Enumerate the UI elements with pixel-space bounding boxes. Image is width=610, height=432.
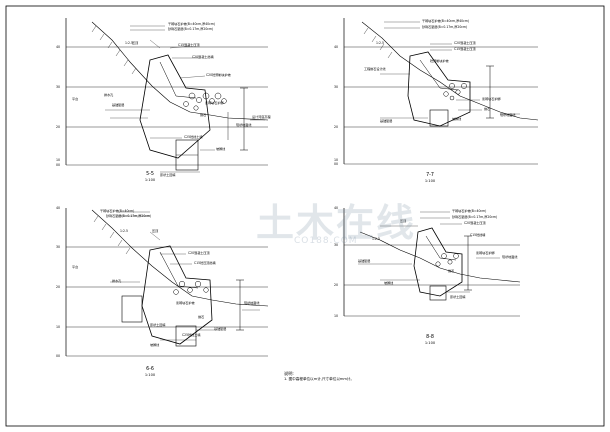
callout-label: 浆砌块石护脚 bbox=[482, 96, 501, 101]
section-scale-7-7: 1:100 bbox=[425, 179, 436, 183]
elevation-label: 40 bbox=[334, 206, 338, 210]
elevation-label: 00 bbox=[56, 163, 60, 167]
callout-label: 现状地面线 bbox=[500, 112, 515, 117]
elevation-label: 20 bbox=[334, 283, 338, 287]
callout-label: 平台 bbox=[72, 96, 78, 101]
elevation-label: 20 bbox=[56, 285, 60, 289]
watermark-text: 土木在线 bbox=[256, 201, 417, 245]
elevation-label: 40 bbox=[56, 206, 60, 210]
callout-label: 浆砌块石护坡 bbox=[176, 300, 195, 305]
section-7-7 bbox=[343, 18, 539, 165]
callout-label: 砼预制块护坡 bbox=[430, 58, 449, 63]
section-title-7-7: 7-7 bbox=[426, 172, 434, 178]
callout-label: 干砌块石护坡(B=40cm,厚40cm) bbox=[422, 18, 469, 23]
elevation-label: 30 bbox=[56, 85, 60, 89]
callout-label: 平台 bbox=[72, 264, 78, 269]
callout-label: 基础垫层 bbox=[214, 326, 226, 331]
elevation-label: 10 bbox=[334, 314, 338, 318]
callout-label: 坡脚线 bbox=[452, 116, 461, 121]
callout-label: 设计河底高程 bbox=[252, 114, 271, 119]
callout-label: 砂砾石垫层(B=0.17m,厚20cm) bbox=[106, 213, 151, 218]
callout-label: C15混凝土压顶 bbox=[454, 46, 476, 51]
callout-label: C20混凝土压顶 bbox=[188, 250, 210, 255]
callout-label: 基础垫层 bbox=[112, 102, 124, 107]
notes-title: 说明: bbox=[284, 371, 294, 376]
callout-label: 坡脚线 bbox=[384, 280, 393, 285]
callout-label: 抛石 bbox=[484, 106, 490, 111]
callout-label: 抛石 bbox=[448, 268, 454, 273]
callout-label: 砂砾石垫层(B=0.17m,厚20cm) bbox=[422, 24, 467, 29]
callout-label: 压顶 bbox=[400, 219, 406, 223]
callout-label: C15混凝土压顶 bbox=[178, 42, 200, 47]
callout-label: 压顶 bbox=[152, 229, 158, 233]
callout-label: 现状地面线 bbox=[236, 122, 251, 127]
callout-label: 1:2.5 bbox=[372, 237, 380, 241]
section-5-5 bbox=[65, 18, 269, 173]
callout-label: 干砌块石护坡(B=40cm,厚40cm) bbox=[168, 21, 215, 26]
callout-label: C15砼挡墙 bbox=[470, 232, 485, 237]
elevation-label: 30 bbox=[334, 243, 338, 247]
callout-label: C15砼压顶挡墙 bbox=[194, 260, 216, 265]
section-8-8 bbox=[343, 208, 521, 317]
section-6-6 bbox=[65, 208, 269, 357]
callout-label: 浆砌块石护脚 bbox=[205, 100, 224, 105]
callout-label: 原状土回填 bbox=[450, 294, 465, 299]
callout-label: 干砌块石护坡(B=40cm) bbox=[100, 208, 134, 213]
section-title-5-5: 5-5 bbox=[146, 171, 154, 177]
notes-block: 说明: 1. 图中高程单位以m计,尺寸单位以mm计。 bbox=[284, 371, 355, 381]
callout-label: 原状土回填 bbox=[150, 322, 165, 327]
callout-label: 工程抛石设计线 bbox=[364, 66, 386, 71]
callout-label: 基础垫层 bbox=[358, 258, 370, 263]
callout-label: C25砼挡土墙 bbox=[182, 332, 200, 337]
watermark: 土木在线 CO188.COM bbox=[198, 188, 428, 248]
callout-label: C20混凝土挡墙 bbox=[192, 54, 214, 59]
section-scale-8-8: 1:100 bbox=[425, 341, 436, 345]
elevation-label: 40 bbox=[334, 45, 338, 49]
elevation-label: 20 bbox=[334, 125, 338, 129]
section-title-6-6: 6-6 bbox=[146, 366, 154, 372]
elevation-label: 30 bbox=[56, 245, 60, 249]
elevation-label: 30 bbox=[334, 85, 338, 89]
callout-label: 1:2.5 bbox=[376, 41, 384, 45]
callout-label: 现状地面线 bbox=[502, 254, 517, 259]
notes-line-1: 1. 图中高程单位以m计,尺寸单位以mm计。 bbox=[284, 376, 355, 381]
callout-label: 坡脚线 bbox=[216, 146, 225, 151]
callout-label: C20混凝土压顶 bbox=[464, 220, 486, 225]
callout-label: 原状土回填 bbox=[160, 172, 175, 177]
section-title-8-8: 8-8 bbox=[426, 334, 434, 340]
callout-label: 1:2.5 bbox=[120, 229, 128, 233]
callout-label: C25砼挡土墙 bbox=[184, 134, 202, 139]
callout-label: 浆砌块石护脚 bbox=[476, 250, 495, 255]
callout-label: 砂砾石垫层(B=0.17m,厚20cm) bbox=[452, 214, 497, 219]
callout-label: 排水孔 bbox=[112, 278, 121, 283]
callout-label: C20混凝土压顶 bbox=[454, 40, 476, 45]
callout-label: 抛石 bbox=[200, 112, 206, 117]
elevation-label: 00 bbox=[56, 354, 60, 358]
callout-label: 排水孔 bbox=[104, 92, 113, 97]
section-scale-6-6: 1:100 bbox=[145, 373, 156, 377]
callout-label: 抛石 bbox=[198, 314, 204, 319]
callout-label: C20砼预制块护坡 bbox=[206, 72, 231, 77]
callout-label: 1:2.5 bbox=[125, 41, 133, 45]
drawing-labels: 5-51:1004030201000干砌块石护坡(B=40cm,厚40cm)砂砾… bbox=[56, 18, 518, 377]
callout-label: 砂砾石垫层(B=0.17m,厚20cm) bbox=[168, 26, 213, 31]
callout-label: 干砌块石护坡(B=40cm) bbox=[452, 208, 486, 213]
section-scale-5-5: 1:100 bbox=[145, 178, 156, 182]
sheet-border bbox=[5, 5, 605, 427]
elevation-label: 20 bbox=[56, 125, 60, 129]
elevation-label: 10 bbox=[56, 158, 60, 162]
elevation-label: 10 bbox=[334, 158, 338, 162]
elevation-label: 10 bbox=[56, 325, 60, 329]
callout-label: 现状地面线 bbox=[244, 300, 259, 305]
elevation-label: 40 bbox=[56, 45, 60, 49]
watermark-subtext: CO188.COM bbox=[294, 236, 358, 246]
callout-label: 压顶 bbox=[132, 41, 138, 45]
elevation-label: 00 bbox=[334, 162, 338, 166]
callout-label: 坡脚线 bbox=[150, 342, 159, 347]
callout-label: 基础垫层 bbox=[380, 118, 392, 123]
